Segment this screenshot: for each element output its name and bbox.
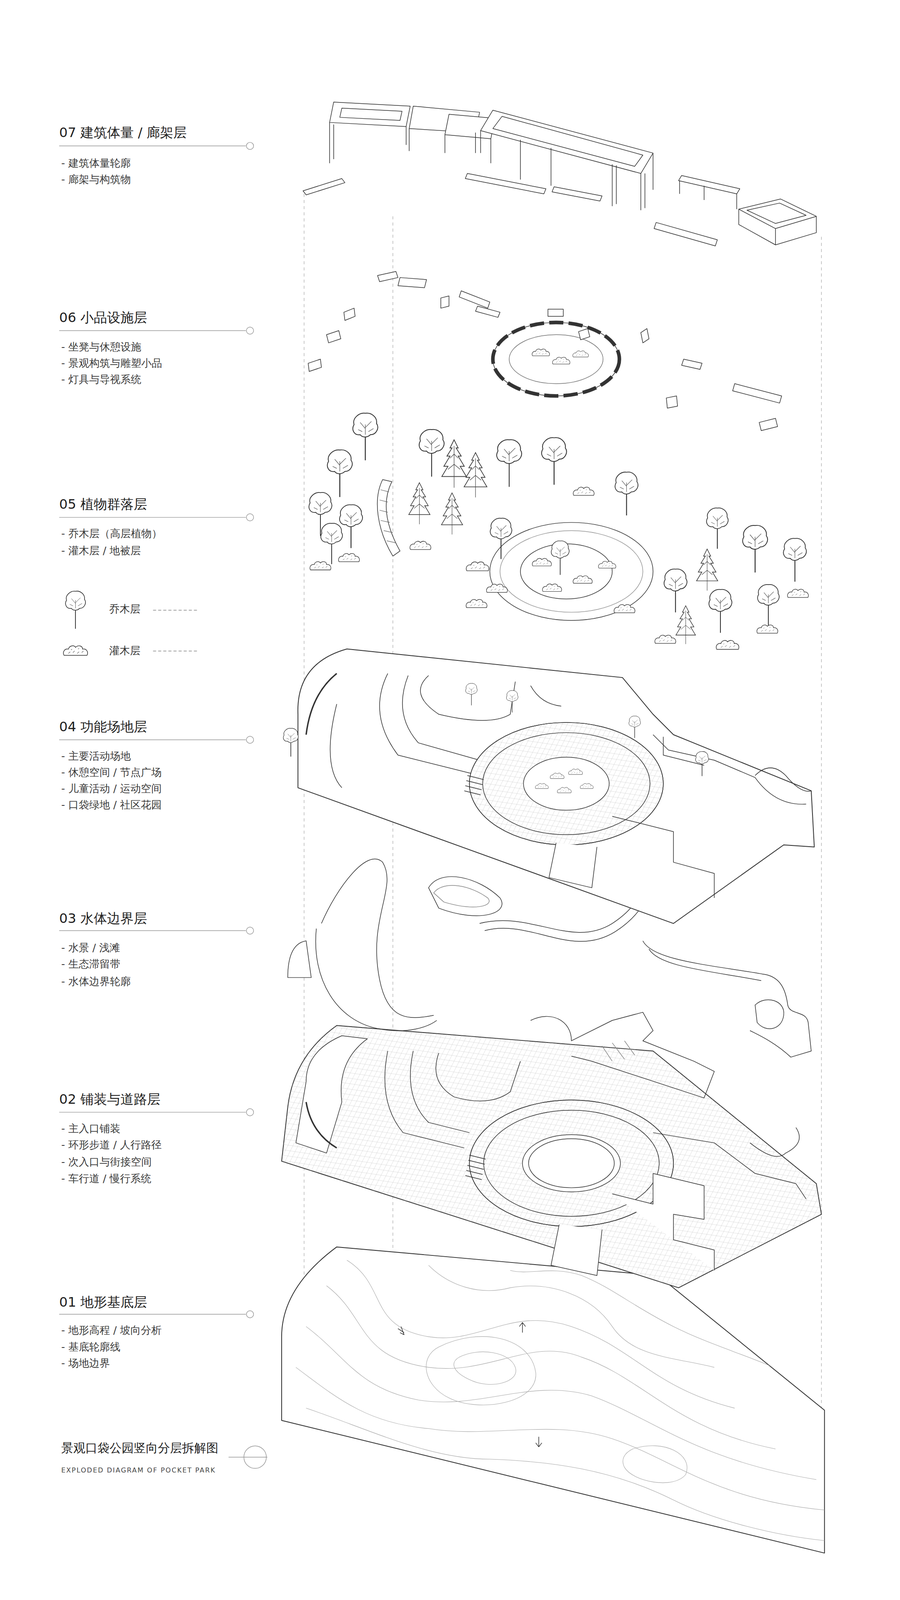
diagram-title: 景观口袋公园竖向分层拆解图 — [61, 1440, 219, 1456]
layer-heading: 01 地形基底层 — [59, 1294, 148, 1310]
layer-item: - 环形步道 / 人行路径 — [61, 1138, 162, 1152]
layer-heading: 07 建筑体量 / 廊架层 — [59, 124, 187, 141]
diagram-caption: EXPLODED DIAGRAM OF POCKET PARK — [61, 1466, 216, 1475]
layer-item: - 车行道 / 慢行系统 — [61, 1172, 152, 1185]
layer-heading: 03 水体边界层 — [59, 910, 148, 927]
layer-heading: 06 小品设施层 — [59, 309, 148, 325]
layer-item: - 基底轮廓线 — [61, 1340, 121, 1354]
layer-heading: 04 功能场地层 — [59, 718, 148, 735]
legend-text: 灌木层 — [109, 644, 141, 658]
layer-item: - 水景 / 浅滩 — [61, 941, 120, 955]
layer-item: - 口袋绿地 / 社区花园 — [61, 798, 162, 812]
layer-item: - 地形高程 / 坡向分析 — [61, 1324, 162, 1337]
layer-item: - 场地边界 — [61, 1357, 110, 1370]
layer-item: - 景观构筑与雕塑小品 — [61, 357, 163, 370]
layer-item: - 灯具与导视系统 — [61, 373, 142, 386]
layer-item: - 乔木层（高层植物） — [61, 527, 163, 540]
layer-item: - 休憩空间 / 节点广场 — [61, 766, 162, 779]
layer-item: - 灌木层 / 地被层 — [61, 544, 141, 558]
layer-item: - 主要活动场地 — [61, 750, 131, 763]
layer-item: - 建筑体量轮廓 — [61, 157, 131, 170]
layer-item: - 水体边界轮廓 — [61, 975, 131, 988]
layer-item: - 坐凳与休憩设施 — [61, 340, 142, 354]
layer-heading: 02 铺装与道路层 — [59, 1090, 161, 1107]
layer-item: - 生态滞留带 — [61, 957, 121, 971]
layer-item: - 次入口与街接空间 — [61, 1155, 152, 1169]
layer-item: - 廊架与构筑物 — [61, 173, 131, 186]
legend-text: 乔木层 — [109, 602, 141, 616]
layer-item: - 主入口铺装 — [61, 1122, 121, 1135]
layer-heading: 05 植物群落层 — [59, 496, 148, 513]
layer-item: - 儿童活动 / 运动空间 — [61, 782, 162, 795]
